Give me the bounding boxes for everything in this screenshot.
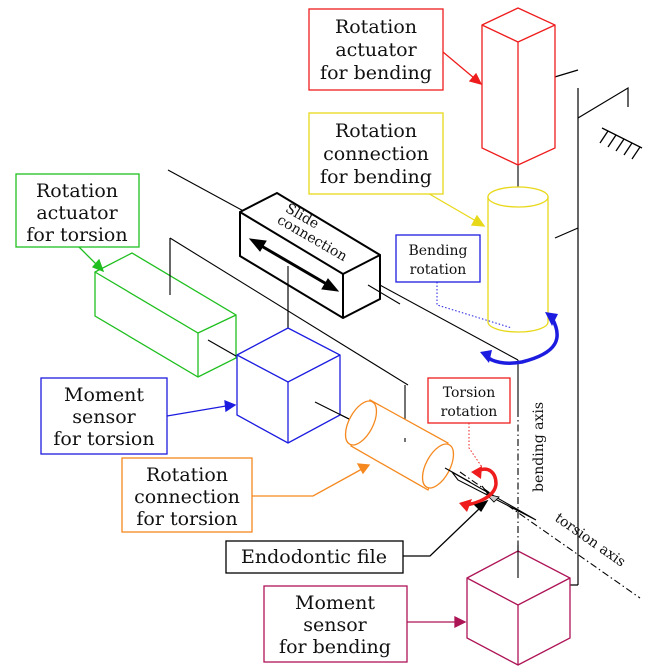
svg-text:Endodontic file: Endodontic file (241, 546, 387, 568)
label-torsion-rotation: Torsion rotation (427, 377, 511, 424)
torsion-rotation-arrow-icon (459, 466, 498, 512)
label-moment-sensor-bending: Moment sensor for bending (263, 585, 408, 663)
label-rotation-connection-torsion: Rotation connection for torsion (121, 457, 253, 533)
ground-hatch-icon (599, 127, 643, 160)
moment-sensor-bending (466, 550, 571, 666)
svg-text:Bending: Bending (408, 243, 467, 259)
svg-text:rotation: rotation (410, 262, 467, 278)
bending-rotation-arrow-icon (480, 312, 559, 365)
svg-text:actuator: actuator (36, 202, 118, 224)
svg-text:sensor: sensor (303, 614, 367, 636)
svg-text:actuator: actuator (335, 39, 417, 61)
moment-sensor-torsion (236, 327, 341, 444)
slide-connection (239, 191, 381, 320)
svg-text:rotation: rotation (441, 404, 498, 420)
svg-text:connection: connection (323, 143, 429, 165)
svg-text:sensor: sensor (72, 406, 136, 428)
rotation-connection-torsion (344, 399, 455, 491)
svg-text:connection: connection (134, 486, 240, 508)
svg-text:Rotation: Rotation (335, 120, 417, 142)
svg-text:for torsion: for torsion (26, 224, 127, 246)
rotation-actuator-bending (481, 7, 556, 166)
leader-orange (252, 463, 371, 497)
label-rotation-actuator-bending: Rotation actuator for bending (308, 8, 444, 91)
svg-text:Moment: Moment (295, 592, 375, 614)
svg-text:Rotation: Rotation (335, 16, 417, 38)
rotation-connection-bending (487, 186, 549, 333)
svg-text:for bending: for bending (279, 636, 391, 658)
leader-yellow (425, 191, 486, 227)
svg-text:for torsion: for torsion (53, 428, 154, 450)
slide-double-arrow-icon (248, 238, 340, 292)
label-endodontic-file: Endodontic file (225, 540, 404, 574)
label-rotation-connection-bending: Rotation connection for bending (308, 112, 444, 195)
label-moment-sensor-torsion: Moment sensor for torsion (40, 377, 168, 455)
svg-text:Torsion: Torsion (443, 385, 495, 401)
svg-text:for bending: for bending (320, 62, 432, 84)
rotation-actuator-torsion (94, 252, 237, 378)
leader-blue (166, 399, 237, 417)
svg-text:Rotation: Rotation (146, 464, 228, 486)
leader-red (442, 51, 483, 86)
svg-text:for torsion: for torsion (136, 508, 237, 530)
svg-text:Rotation: Rotation (36, 180, 118, 202)
torsion-axis-label: torsion axis (552, 510, 629, 570)
leader-torsion-rotation (468, 423, 485, 471)
svg-text:for bending: for bending (320, 166, 432, 188)
leader-green (78, 246, 105, 273)
leader-endo (403, 499, 489, 557)
leader-bending-rotation (436, 282, 513, 329)
leader-crimson (407, 615, 467, 629)
bending-axis-label: bending axis (531, 402, 547, 492)
label-rotation-actuator-torsion: Rotation actuator for torsion (15, 173, 140, 248)
svg-text:Moment: Moment (64, 384, 144, 406)
label-bending-rotation: Bending rotation (395, 234, 481, 283)
